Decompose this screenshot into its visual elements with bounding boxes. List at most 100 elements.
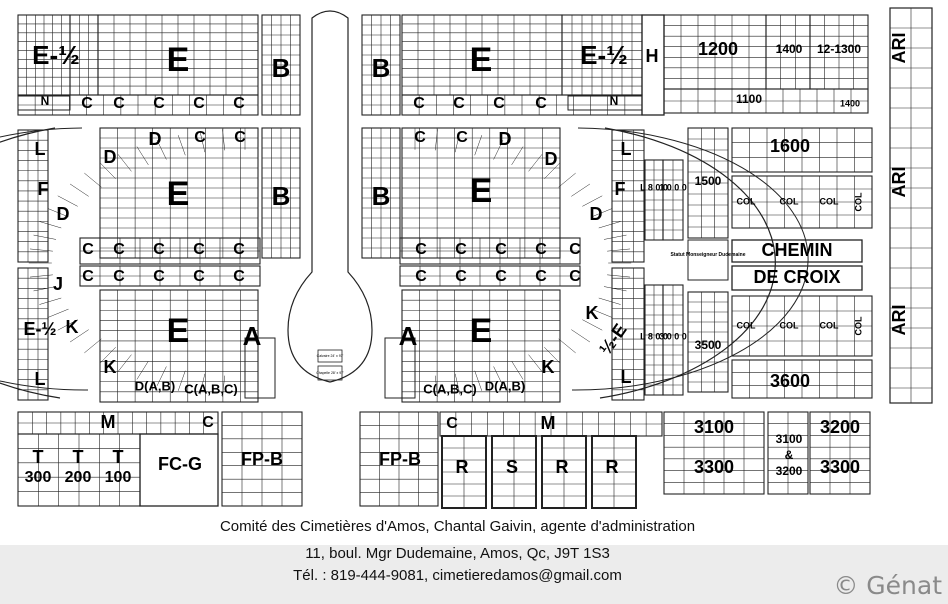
- c-plot-label-ml-b-3: C: [193, 268, 205, 285]
- section-label-col6: COL: [780, 320, 800, 330]
- c-plot-label-tr-3: C: [535, 95, 547, 112]
- section-label-j-ll: J: [53, 274, 63, 294]
- calvary-label: Calvaire 24' x 97': [317, 354, 344, 358]
- arc-plot-divider: [607, 274, 631, 278]
- arc-plot-divider: [33, 234, 57, 240]
- section-label-d-ul2: D: [104, 147, 117, 167]
- section-label-s1600: 1600: [770, 136, 810, 156]
- t-number-t300: 300: [25, 469, 52, 486]
- block-3200-3300: [809, 411, 871, 495]
- arc-inner-right: [571, 127, 809, 391]
- section-label-chemin: CHEMIN: [762, 240, 833, 260]
- t-number-t100: 100: [105, 469, 132, 486]
- arc-plot-divider: [591, 208, 613, 218]
- section-label-s1200: 1200: [698, 39, 738, 59]
- section-label-r3: R: [606, 457, 619, 477]
- arc-plot-divider: [528, 154, 543, 172]
- block-chemin: [731, 239, 863, 263]
- arc-plot-divider: [69, 183, 89, 197]
- section-label-s3600: 3600: [770, 371, 810, 391]
- arc-plot-divider: [29, 274, 53, 278]
- section-label-k-lr2: K: [542, 357, 555, 377]
- block-3100-3300: [663, 411, 765, 495]
- arc-plot-divider: [47, 208, 69, 218]
- block-e-bl: [99, 289, 259, 403]
- section-label-col2: COL: [780, 196, 800, 206]
- section-label-s3300b: 3300: [820, 457, 860, 477]
- c-plot-label-tr-2: C: [493, 95, 505, 112]
- section-label-s1400b: 1400: [840, 98, 860, 108]
- c-plot-label-tl-4: C: [233, 95, 245, 112]
- arc-plot-divider: [474, 135, 483, 156]
- c-plot-label-mr-top-0: C: [414, 129, 426, 146]
- arc-plot-divider: [199, 373, 206, 395]
- arc-plot-divider: [177, 370, 186, 391]
- arc-plot-divider: [156, 366, 167, 386]
- arc-plot-divider: [100, 347, 116, 364]
- section-label-col5: COL: [737, 320, 757, 330]
- t-letter-t300: T: [33, 447, 44, 467]
- section-label-s12-1300: 12-1300: [817, 42, 861, 56]
- block-a-r: [384, 337, 416, 399]
- section-label-f-ul: F: [38, 179, 49, 199]
- label-3100-mid: 3100: [776, 432, 803, 446]
- c-plot-label-ml-b-4: C: [233, 268, 245, 285]
- section-label-col8: COL: [853, 316, 863, 336]
- section-label-l-ul: L: [35, 139, 46, 159]
- c-plot-label-mr-b-4: C: [569, 268, 581, 285]
- c-plot-label-ml-b-2: C: [153, 268, 165, 285]
- c-plot-label-mr-a-0: C: [415, 241, 427, 258]
- arc-plot-divider: [47, 308, 69, 318]
- t-number-t200: 200: [65, 469, 92, 486]
- arc-plot-divider: [511, 146, 524, 166]
- chapel-label: Chapelle 28' x 97': [316, 371, 344, 375]
- section-label-k-lr1: K: [586, 303, 599, 323]
- statue-label: Statut Monseigneur Dudemaine: [670, 252, 745, 258]
- rangee-label-0: L 8 0 0: [640, 182, 668, 192]
- arc-plot-divider: [511, 360, 524, 380]
- arc-plot-divider: [607, 248, 631, 252]
- arc-plot-divider: [474, 370, 483, 391]
- arc-plot-divider: [528, 354, 543, 372]
- arc-plot-divider: [598, 297, 621, 305]
- section-label-r1: R: [456, 457, 469, 477]
- section-label-fcg: FC-G: [158, 454, 202, 474]
- section-label-col4: COL: [853, 192, 863, 212]
- arc-plot-divider: [493, 366, 504, 386]
- section-label-b-mr: B: [372, 181, 391, 211]
- statue-box: [687, 239, 729, 281]
- label-3200-mid: 3200: [776, 464, 803, 478]
- arc-plot-divider: [57, 319, 78, 331]
- footer-contact: Tél. : 819-444-9081, cimetieredamos@gmai…: [293, 567, 622, 584]
- label-amp-mid: &: [785, 448, 794, 462]
- section-label-m-r: M: [541, 413, 556, 433]
- c-plot-label-mr-b-3: C: [535, 268, 547, 285]
- arc-plot-divider: [33, 286, 57, 292]
- c-plot-label-ml-a-0: C: [82, 241, 94, 258]
- section-label-s1500: 1500: [695, 174, 722, 188]
- arc-plot-divider: [603, 286, 627, 292]
- section-label-s3200: 3200: [820, 417, 860, 437]
- block-n-tr: [567, 95, 643, 111]
- arc-plot-divider: [454, 373, 461, 395]
- section-label-e-half-tr: E-½: [580, 40, 628, 70]
- block-l-ll: [17, 267, 49, 401]
- c-plot-label-ml-a-2: C: [153, 241, 165, 258]
- arc-plot-divider: [57, 195, 78, 207]
- section-label-s3300a: 3300: [694, 457, 734, 477]
- section-label-ari2: ARI: [889, 167, 909, 198]
- section-label-s-sec: S: [506, 457, 518, 477]
- arc-plot-divider: [558, 338, 576, 354]
- section-label-decroix: DE CROIX: [753, 267, 840, 287]
- block-l-lr: [611, 267, 645, 401]
- d-ab-label-r: D(A,B): [485, 378, 525, 393]
- block-e-br: [401, 289, 561, 403]
- arc-plot-divider: [156, 140, 167, 160]
- block-e-ml: [99, 127, 259, 259]
- arc-plot-divider: [84, 172, 102, 188]
- section-label-f-ur: F: [615, 179, 626, 199]
- section-label-s3500: 3500: [695, 338, 722, 352]
- block-a-l: [244, 337, 276, 399]
- c-plot-label-tl-3: C: [193, 95, 205, 112]
